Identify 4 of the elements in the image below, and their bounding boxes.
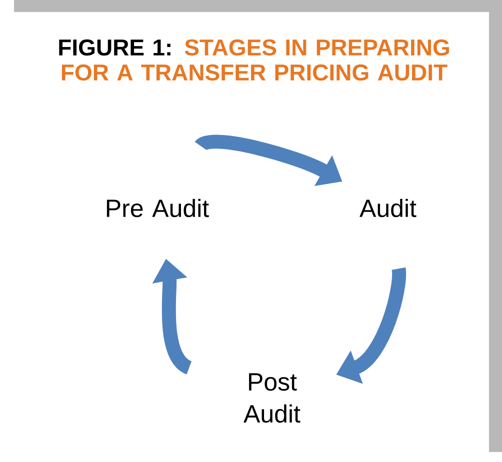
stage-label: Post Audit (244, 373, 300, 423)
figure-title: FIGURE 1: STAGES IN PREPARING FOR A TRANSFER PRICING AUDIT (59, 39, 449, 81)
stage-label: Pre Audit (106, 198, 209, 218)
stage-label: Audit (360, 198, 416, 218)
